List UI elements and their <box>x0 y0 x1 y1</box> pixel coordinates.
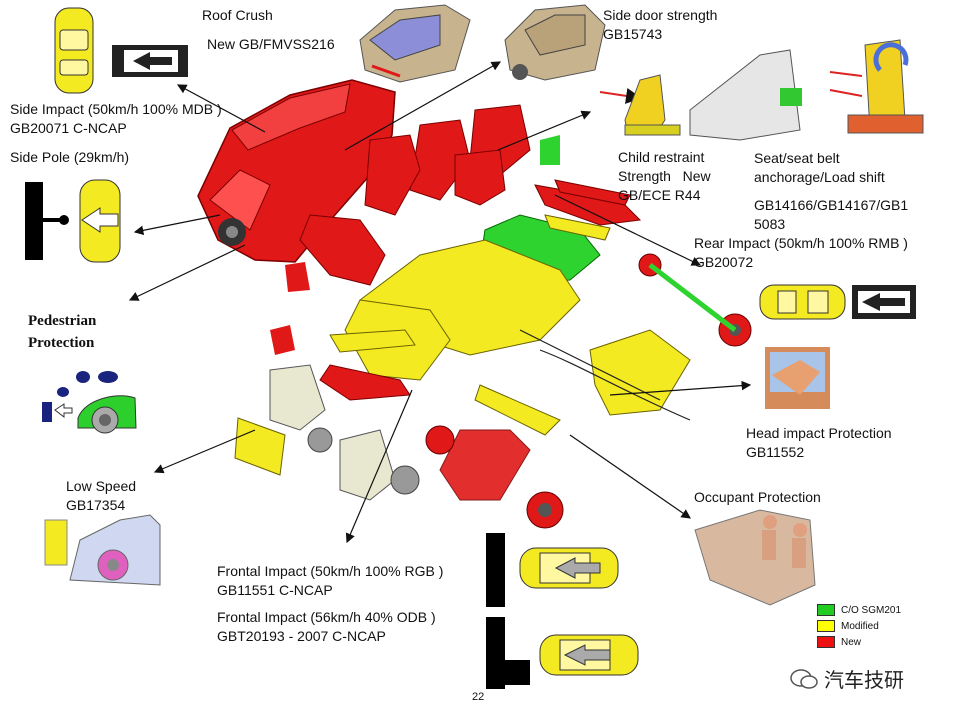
head-impact-standard: GB11552 <box>746 444 805 460</box>
frontal-rgb-label: Frontal Impact (50km/h 100% RGB ) <box>217 563 444 579</box>
legend-label: New <box>841 636 862 648</box>
legend-item-carryover: C/O SGM201 <box>817 604 901 616</box>
red-vehicle-body <box>197 79 396 263</box>
watermark-text: 汽车技研 <box>824 670 904 692</box>
frontal-odb-standard: GBT20193 - 2007 C-NCAP <box>217 628 386 644</box>
legend-swatch-yellow <box>817 620 835 632</box>
frontal-rgb-car-icon <box>486 533 619 607</box>
roof-crush-label: Roof Crush <box>202 7 273 23</box>
legend-label: Modified <box>841 620 879 632</box>
rear-impact-car-icon <box>759 284 916 320</box>
roof-crush-car-image <box>359 4 471 83</box>
side-door-label: Side door strength <box>603 7 718 23</box>
frontal-odb-label: Frontal Impact (56km/h 40% ODB ) <box>217 609 436 625</box>
seat-anchorage-image <box>689 39 924 141</box>
head-impact-image <box>765 347 830 409</box>
side-impact-label: Side Impact (50km/h 100% MDB ) <box>10 101 222 117</box>
occupant-protection-label: Occupant Protection <box>694 489 821 505</box>
rear-impact-standard: GB20072 <box>694 254 754 270</box>
legend-item-modified: Modified <box>817 620 879 632</box>
side-impact-standard: GB20071 C-NCAP <box>10 120 127 136</box>
pedestrian-protection-label: Pedestrian Protection <box>28 313 97 351</box>
low-speed-image <box>44 514 161 586</box>
legend-swatch-red <box>817 636 835 648</box>
page-number: 22 <box>472 691 485 703</box>
pedestrian-protection-image <box>42 371 137 434</box>
side-door-standard: GB15743 <box>603 26 663 42</box>
side-pole-car-icon <box>25 179 121 263</box>
legend-label: C/O SGM201 <box>841 604 902 616</box>
head-impact-label: Head impact Protection <box>746 425 892 441</box>
legend-swatch-green <box>817 604 835 616</box>
watermark: 汽车技研 <box>790 664 904 693</box>
side-pole-label: Side Pole (29km/h) <box>10 149 130 165</box>
low-speed-label: Low Speed <box>66 478 137 494</box>
side-door-car-image <box>504 4 606 81</box>
exploded-chassis <box>234 104 752 529</box>
side-impact-car-icon <box>54 7 188 94</box>
connector-arrows <box>128 61 752 544</box>
rear-impact-label: Rear Impact (50km/h 100% RMB ) <box>694 235 908 251</box>
occupant-protection-image <box>694 509 816 606</box>
child-restraint-label: Child restraint Strength New GB/ECE R44 <box>618 149 711 203</box>
roof-crush-standard: New GB/FMVSS216 <box>207 36 335 52</box>
child-restraint-image <box>599 74 681 136</box>
seat-belt-label: Seat/seat belt anchorage/Load shift <box>754 150 885 185</box>
wechat-icon <box>790 668 818 690</box>
legend-item-new: New <box>817 636 861 648</box>
frontal-odb-car-icon <box>486 617 639 689</box>
frontal-rgb-standard: GB11551 C-NCAP <box>217 582 333 598</box>
seat-belt-standard: GB14166/GB14167/GB1 5083 <box>754 197 909 232</box>
low-speed-standard: GB17354 <box>66 497 126 513</box>
